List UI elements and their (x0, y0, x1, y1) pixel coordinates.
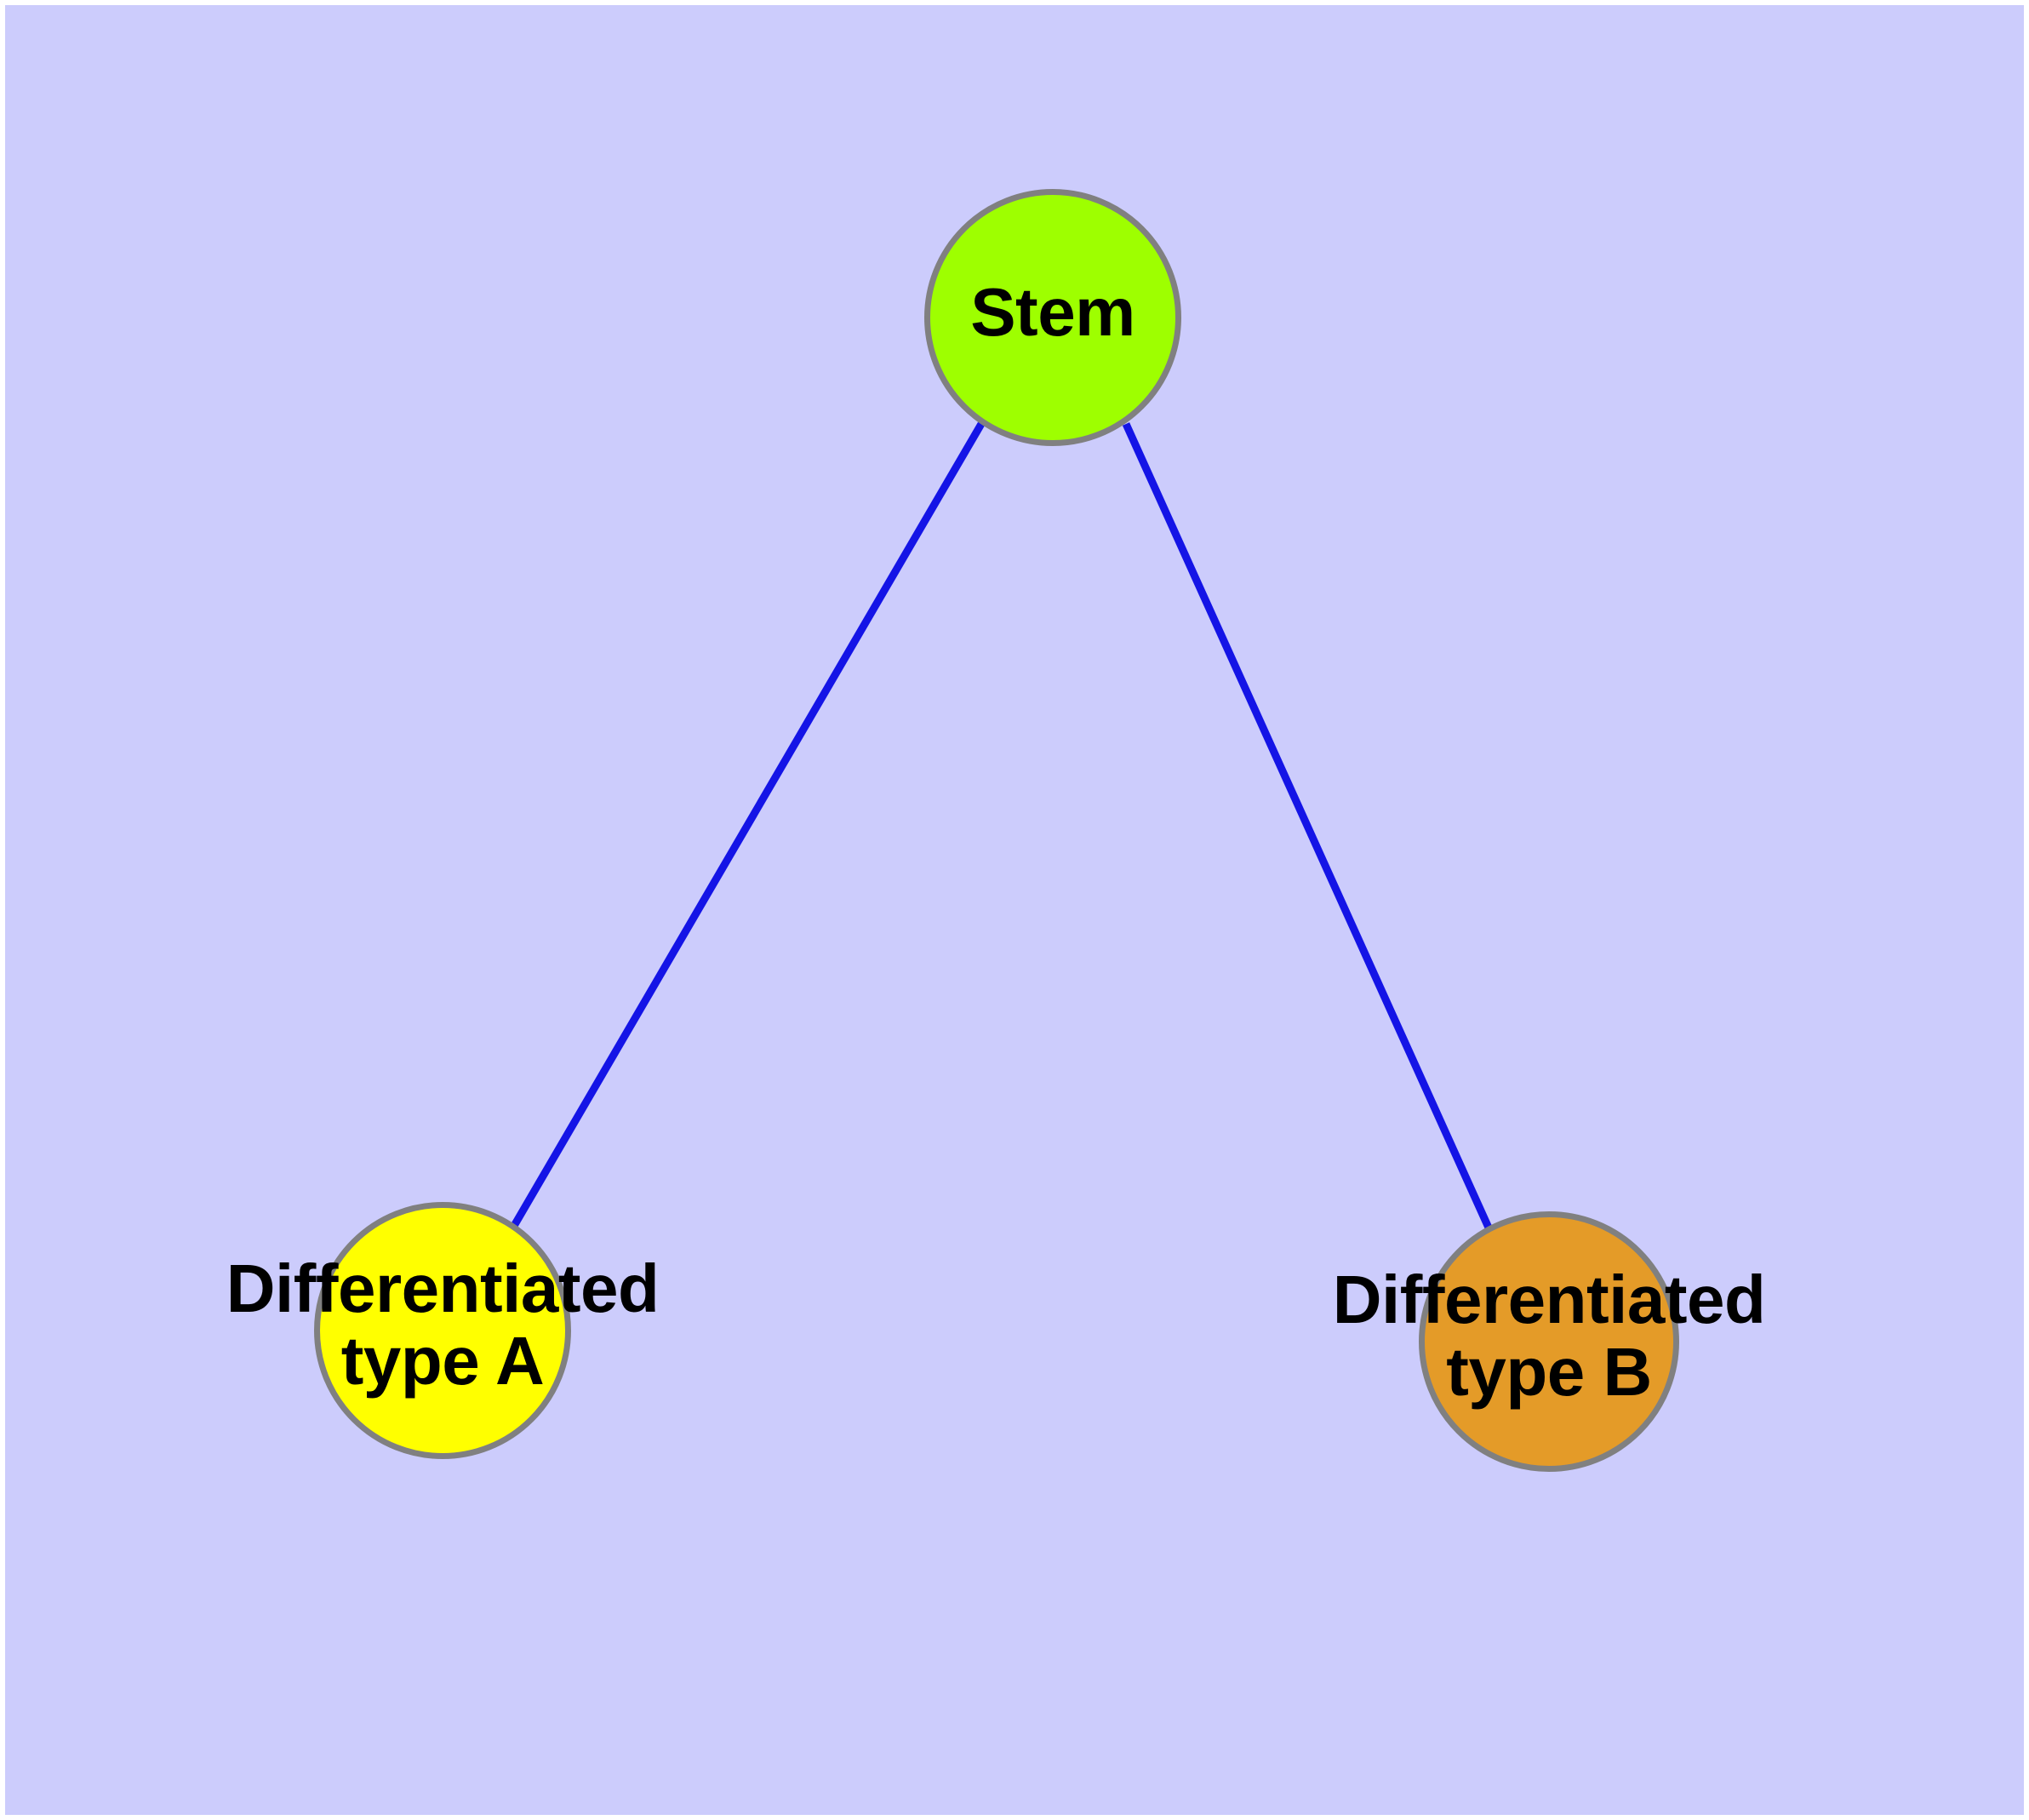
graph-node-stem[interactable] (924, 189, 1181, 446)
graph-node-diff_b[interactable] (1419, 1211, 1679, 1472)
graph-node-diff_a[interactable] (314, 1202, 571, 1459)
edge-layer (511, 421, 1496, 1237)
graph-edge-stem-to-diff-a[interactable] (511, 421, 985, 1228)
graph-edge-stem-to-diff-b[interactable] (1122, 422, 1496, 1237)
edges-group (511, 421, 1496, 1237)
